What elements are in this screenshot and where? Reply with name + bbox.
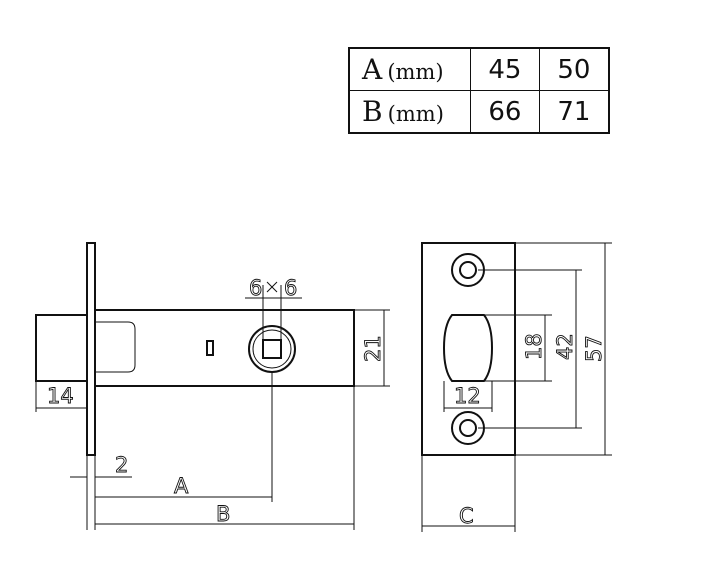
front-view [421, 242, 516, 456]
opening-height-dim: 18 [522, 333, 546, 360]
plate-thickness-dim: 2 [115, 453, 128, 477]
side-view-dimensions: 6 6 14 2 A B 21 [35, 276, 390, 530]
table-cell: 50 [538, 47, 610, 91]
small-slot [206, 340, 214, 356]
screw-hole-bottom-inner [459, 419, 477, 437]
screw-hole-top-inner [459, 261, 477, 279]
table-row: B (mm) 66 71 [348, 90, 610, 134]
table-cell: 71 [538, 90, 610, 134]
spindle-square [262, 339, 282, 359]
plate-width-dim: C [459, 504, 474, 528]
row-letter: B [362, 95, 383, 128]
body-height-dim: 21 [361, 335, 385, 362]
row-letter: A [362, 53, 383, 86]
row-label-b: B (mm) [348, 90, 471, 134]
backset-dim: A [174, 474, 189, 498]
latch-projection-dim: 14 [47, 384, 74, 408]
hole-spacing-dim: 42 [553, 333, 577, 360]
overall-length-dim: B [216, 502, 230, 526]
lock-body [94, 309, 355, 387]
latch-opening [442, 314, 494, 382]
side-view [35, 242, 355, 456]
plate-height-dim: 57 [582, 335, 606, 362]
latch-tongue [35, 314, 88, 382]
dimensions-table: A (mm) 45 50 B (mm) 66 71 [348, 47, 610, 134]
row-unit: (mm) [387, 102, 444, 126]
latch-bolt-slot [95, 321, 136, 373]
table-cell: 66 [470, 90, 540, 134]
opening-width-dim: 12 [454, 384, 481, 408]
faceplate-front [421, 242, 516, 456]
front-view-dimensions: 57 42 18 12 C [421, 242, 612, 532]
faceplate [86, 242, 96, 456]
row-unit: (mm) [387, 60, 444, 84]
spindle-dim-a: 6 [249, 276, 262, 300]
follower-hub [248, 325, 296, 373]
spindle-dim-b: 6 [284, 276, 297, 300]
follower-hub-inner [252, 329, 292, 369]
